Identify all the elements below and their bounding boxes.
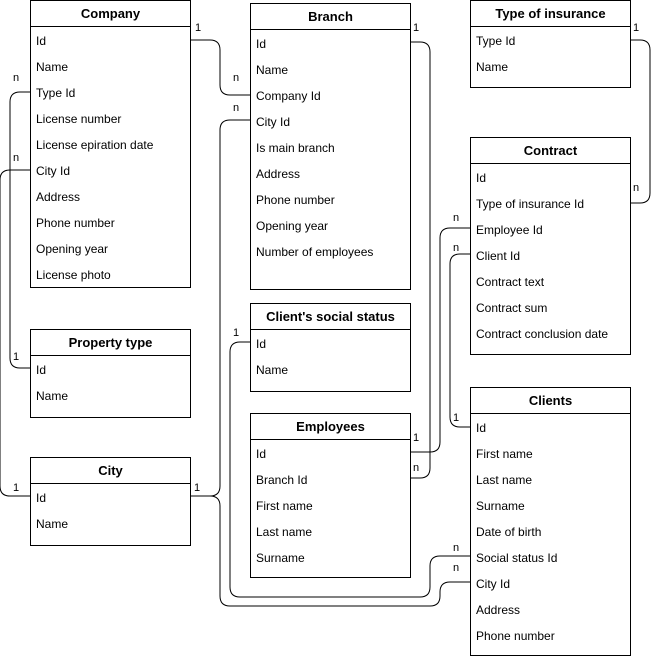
relationship-line: [190, 39, 250, 96]
entity-field: First name: [256, 499, 313, 513]
entity-field: Id: [36, 363, 47, 377]
entity-field: Phone number: [476, 629, 555, 643]
cardinality-one-label: 1: [195, 22, 201, 34]
cardinality-one-label: 1: [194, 482, 200, 494]
entity-field: Name: [36, 60, 69, 74]
cardinality-one-label: 1: [453, 412, 459, 424]
relationship-line: [449, 253, 470, 428]
cardinality-one-label: 1: [13, 482, 19, 494]
entity-field: Id: [256, 447, 267, 461]
entity-branch[interactable]: Branch Id Name Company Id City Id Is mai…: [250, 3, 411, 290]
entity-company[interactable]: Company Id Name Type Id License number L…: [30, 0, 191, 288]
entity-field: Is main branch: [256, 141, 335, 155]
entity-field: Social status Id: [476, 551, 558, 565]
entity-property-type[interactable]: Property type Id Name: [30, 329, 191, 418]
entity-contract[interactable]: Contract Id Type of insurance Id Employe…: [470, 137, 631, 355]
entity-clients[interactable]: Clients Id First name Last name Surname …: [470, 387, 631, 656]
cardinality-one-label: 1: [13, 351, 19, 363]
entity-field: Address: [256, 167, 301, 181]
entity-clients-social-status[interactable]: Client's social status Id Name: [250, 303, 411, 392]
entity-field: Name: [476, 60, 509, 74]
entity-field: Contract text: [476, 275, 545, 289]
entity-field: Id: [476, 171, 487, 185]
entity-title: Type of insurance: [471, 1, 630, 27]
entity-field: Type Id: [476, 34, 516, 48]
entity-field: Id: [476, 421, 487, 435]
entity-field: Name: [36, 389, 69, 403]
entity-field: Company Id: [256, 89, 321, 103]
cardinality-many-label: n: [13, 72, 19, 84]
entity-title: Clients: [471, 388, 630, 414]
entity-field: Type Id: [36, 86, 76, 100]
entity-field: Branch Id: [256, 473, 308, 487]
cardinality-many-label: n: [13, 152, 19, 164]
cardinality-many-label: n: [233, 102, 239, 114]
entity-title: Property type: [31, 330, 190, 356]
entity-field: Name: [36, 517, 69, 531]
cardinality-many-label: n: [453, 542, 459, 554]
entity-field: Address: [476, 603, 521, 617]
entity-field: Opening year: [36, 242, 109, 256]
entity-field: Date of birth: [476, 525, 542, 539]
entity-title: Company: [31, 1, 190, 27]
entity-employees[interactable]: Employees Id Branch Id First name Last n…: [250, 413, 411, 578]
entity-field: Id: [256, 37, 267, 51]
cardinality-many-label: n: [233, 72, 239, 84]
entity-field: Surname: [476, 499, 525, 513]
entity-type-of-insurance[interactable]: Type of insurance Type Id Name: [470, 0, 631, 88]
entity-field: License photo: [36, 268, 111, 282]
relationship-line: [190, 119, 250, 497]
entity-field: City Id: [256, 115, 291, 129]
entity-field: Name: [256, 363, 289, 377]
cardinality-one-label: 1: [633, 22, 639, 34]
entity-title: Branch: [251, 4, 410, 30]
entity-title: City: [31, 458, 190, 484]
cardinality-one-label: 1: [413, 22, 419, 34]
entity-field: Id: [256, 337, 267, 351]
entity-field: Employee Id: [476, 223, 543, 237]
cardinality-many-label: n: [413, 462, 419, 474]
cardinality-many-label: n: [633, 182, 639, 194]
entity-field: First name: [476, 447, 533, 461]
entity-field: Opening year: [256, 219, 329, 233]
entity-field: Contract sum: [476, 301, 548, 315]
relationship-line: [190, 495, 470, 607]
entity-field: Phone number: [36, 216, 115, 230]
entity-title: Client's social status: [251, 304, 410, 330]
cardinality-many-label: n: [453, 212, 459, 224]
relationship-line: [410, 41, 431, 479]
relationship-line: [9, 91, 30, 369]
relationship-line: [410, 227, 470, 453]
entity-title: Contract: [471, 138, 630, 164]
relationship-line: [229, 341, 470, 598]
entity-field: Contract conclusion date: [476, 327, 609, 341]
entity-field: Id: [36, 491, 47, 505]
entity-field: City Id: [36, 164, 71, 178]
entity-field: License epiration date: [36, 138, 154, 152]
relationship-line: [630, 39, 651, 204]
entity-field: Phone number: [256, 193, 335, 207]
cardinality-one-label: 1: [413, 432, 419, 444]
cardinality-one-label: 1: [233, 327, 239, 339]
entity-field: Id: [36, 34, 47, 48]
entity-field: Client Id: [476, 249, 521, 263]
entity-field: License number: [36, 112, 122, 126]
relationship-line: [0, 169, 30, 497]
cardinality-many-label: n: [453, 562, 459, 574]
entity-field: Number of employees: [256, 245, 374, 259]
cardinality-many-label: n: [453, 242, 459, 254]
entity-field: Type of insurance Id: [476, 197, 585, 211]
entity-field: City Id: [476, 577, 511, 591]
entity-field: Last name: [256, 525, 313, 539]
entity-title: Employees: [251, 414, 410, 440]
entity-field: Last name: [476, 473, 533, 487]
entity-field: Surname: [256, 551, 305, 565]
entity-city[interactable]: City Id Name: [30, 457, 191, 546]
entity-field: Address: [36, 190, 81, 204]
entity-field: Name: [256, 63, 289, 77]
